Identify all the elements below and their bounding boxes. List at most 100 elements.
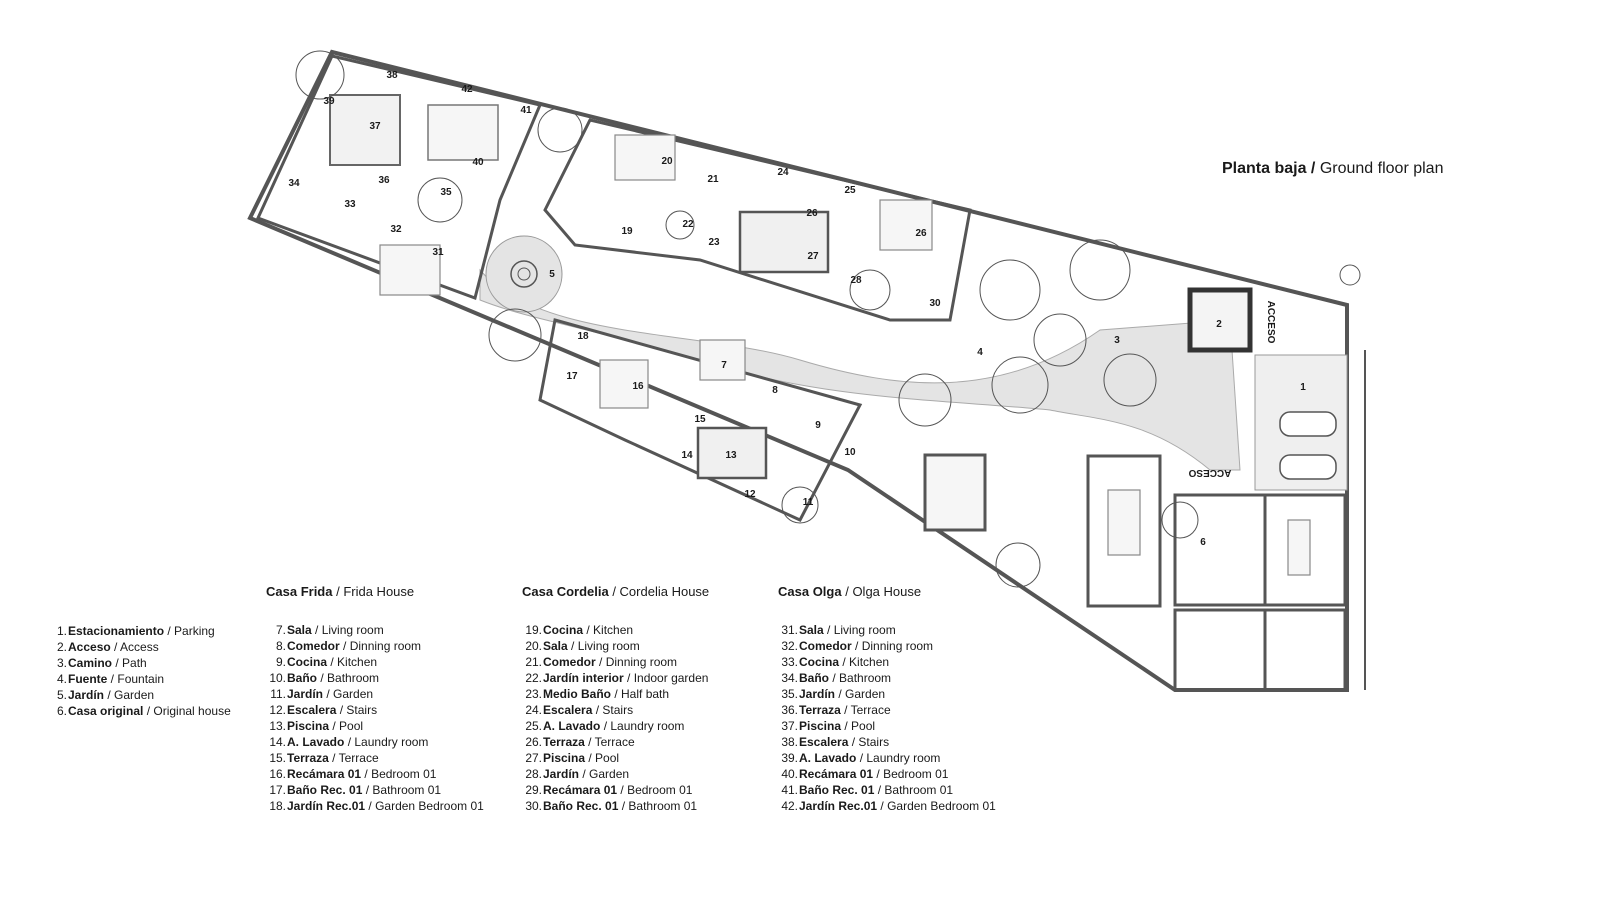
legend-item-number: 7. (275, 623, 286, 637)
legend-item: 40.Recámara 01 / Bedroom 01 (778, 766, 996, 782)
room-number-label: 15 (694, 414, 706, 425)
legend-item-number: 25. (525, 719, 542, 733)
legend-item-english: Bathroom 01 (884, 783, 954, 797)
room-number-label: 1 (1300, 382, 1306, 393)
legend-item-number: 12. (269, 703, 286, 717)
legend-item-spanish: Jardín (543, 767, 580, 781)
legend-item-number: 10. (269, 671, 286, 685)
legend-item-number: 19. (525, 623, 542, 637)
legend-item: 21.Comedor / Dinning room (522, 654, 709, 670)
legend-item: 35.Jardín / Garden (778, 686, 996, 702)
legend-item-english: Garden (333, 687, 374, 701)
legend-heading-frida: Casa Frida / Frida House (266, 584, 415, 599)
legend-item-number: 29. (525, 783, 542, 797)
room-number-label: 4 (977, 347, 983, 358)
legend-item-number: 3. (56, 656, 67, 670)
legend-item: 39.A. Lavado / Laundry room (778, 750, 996, 766)
room-number-label: 38 (386, 70, 398, 81)
page-title: Planta baja / Ground floor plan (1222, 160, 1443, 178)
legend-item: 3.Camino / Path (47, 655, 231, 671)
room-number-label: 32 (390, 224, 402, 235)
legend-heading-cordelia: Casa Cordelia / Cordelia House (522, 584, 710, 599)
legend-item-spanish: A. Lavado (287, 735, 345, 749)
legend-item-english: Pool (339, 719, 364, 733)
legend-item: 27.Piscina / Pool (522, 750, 709, 766)
legend-item-spanish: Jardín (799, 687, 836, 701)
legend-item-number: 38. (781, 735, 798, 749)
legend-item: 30.Baño Rec. 01 / Bathroom 01 (522, 798, 709, 814)
legend-item-spanish: Estacionamiento (68, 624, 165, 638)
legend-item-number: 30. (525, 799, 542, 813)
legend-item-spanish: Piscina (287, 719, 330, 733)
room-number-label: 7 (721, 360, 727, 371)
path-paving (479, 235, 1241, 471)
legend-item: 18.Jardín Rec.01 / Garden Bedroom 01 (266, 798, 483, 814)
legend-item-english: Stairs (346, 703, 378, 717)
legend-item-spanish: Fuente (68, 672, 108, 686)
room-number-label: 11 (803, 497, 814, 508)
room-number-label: 24 (777, 167, 789, 178)
legend-item-number: 26. (525, 735, 542, 749)
room-number-label: 22 (682, 219, 694, 230)
access-label: ACCESO (1265, 301, 1276, 344)
room-number-label: 26 (915, 228, 927, 239)
legend-casa-frida: Casa Frida / Frida House 7.Sala / Living… (266, 584, 484, 814)
legend-item-number: 9. (275, 655, 286, 669)
legend-item-english: Bedroom 01 (883, 767, 949, 781)
legend-item-english: Bathroom 01 (628, 799, 698, 813)
room-number-label: 37 (369, 121, 381, 132)
legend-item-number: 16. (269, 767, 286, 781)
room-number-label: 28 (850, 275, 862, 286)
legend-item: 1.Estacionamiento / Parking (47, 623, 231, 639)
legend-item-english: Terrace (850, 703, 891, 717)
legend-item-number: 41. (781, 783, 798, 797)
access-pavilion (1187, 287, 1253, 353)
legend-item-english: Living room (577, 639, 640, 653)
legend-item-spanish: Medio Baño (543, 687, 611, 701)
legend-item-english: Garden Bedroom 01 (887, 799, 996, 813)
legend-item: 17.Baño Rec. 01 / Bathroom 01 (266, 782, 484, 798)
legend-item-english: Dinning room (349, 639, 422, 653)
title-spanish: Planta baja / (1222, 160, 1316, 177)
legend-item-number: 32. (781, 639, 798, 653)
legend-item-number: 22. (525, 671, 542, 685)
legend-item-number: 39. (781, 751, 798, 765)
legend-item: 25.A. Lavado / Laundry room (522, 718, 709, 734)
original-house-building (923, 453, 1347, 692)
legend-item-spanish: Jardín Rec.01 (287, 799, 366, 813)
legend-item: 24.Escalera / Stairs (522, 702, 709, 718)
legend-item: 28.Jardín / Garden (522, 766, 709, 782)
room-number-label: 18 (577, 331, 589, 342)
room-labels: 1234567891011121314151617181920212223242… (288, 70, 1306, 548)
legend-item: 33.Cocina / Kitchen (778, 654, 996, 670)
legend-item: 6.Casa original / Original house (47, 703, 231, 719)
legend-item-spanish: Sala (287, 623, 312, 637)
legend-item-english: Bathroom (327, 671, 380, 685)
legend-item: 38.Escalera / Stairs (778, 734, 996, 750)
room-number-label: 9 (815, 420, 821, 431)
room-number-label: 21 (707, 174, 719, 185)
legend-item-spanish: Terraza (799, 703, 841, 717)
legend-item-number: 24. (525, 703, 542, 717)
car-icon (1279, 411, 1337, 437)
casa-frida-building (538, 318, 863, 522)
legend-item-english: Terrace (594, 735, 635, 749)
legend-item-english: Pool (851, 719, 876, 733)
room-number-label: 30 (929, 298, 941, 309)
parking-area (1254, 350, 1366, 690)
legend-item-english: Terrace (338, 751, 379, 765)
room-number-label: 23 (708, 237, 720, 248)
casa-cordelia-building (543, 118, 972, 322)
legend-item: 9.Cocina / Kitchen (266, 654, 484, 670)
legend-item-number: 4. (56, 672, 67, 686)
legend-item-spanish: Escalera (543, 703, 593, 717)
legend-item: 7.Sala / Living room (266, 622, 484, 638)
legend-item-english: Kitchen (337, 655, 378, 669)
legend-heading-olga: Casa Olga / Olga House (778, 584, 922, 599)
legend-item-spanish: A. Lavado (799, 751, 857, 765)
legend-item: 19.Cocina / Kitchen (522, 622, 709, 638)
legend-item-spanish: Baño Rec. 01 (287, 783, 363, 797)
legend-item-number: 33. (781, 655, 798, 669)
